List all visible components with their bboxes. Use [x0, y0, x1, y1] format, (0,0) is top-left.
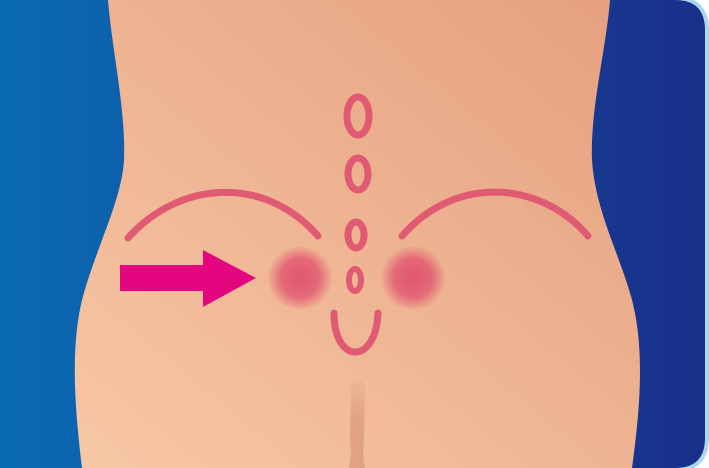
pain-spot-icon [381, 246, 445, 310]
pain-spot-icon [268, 246, 332, 310]
gluteal-cleft [349, 380, 365, 468]
